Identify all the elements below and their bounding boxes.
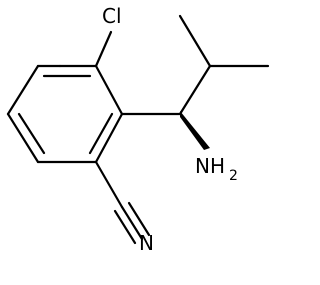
ring-double-bond-left: [17, 112, 46, 155]
bond-ring-nitrile-carbon: [94, 160, 124, 209]
nitrile-triple-bond-1: [120, 205, 144, 241]
amine-subscript: 2: [229, 168, 238, 184]
benzene-ring: [6, 64, 124, 164]
nitrile-nitrogen-label: N: [139, 231, 154, 255]
molecule-structure-diagram: Cl N NH 2: [6, 4, 270, 255]
ring-bond-c5-c6: [6, 112, 40, 164]
ring-bond-c6-c1: [6, 64, 40, 116]
ring-double-bond-right: [88, 112, 114, 155]
amine-atom-label: NH: [195, 154, 225, 178]
bond-ch-methyl-top: [178, 14, 212, 68]
bond-chiral-carbon-ch: [178, 64, 212, 116]
nitrile-triple-bond-2: [113, 209, 137, 245]
ring-bond-c3-c4: [94, 112, 124, 164]
bond-ring-chlorine: [94, 30, 113, 68]
nitrile-triple-bond-3: [127, 201, 151, 237]
wedge-bond-chiral-carbon-amine: [180, 111, 210, 150]
chlorine-atom-label: Cl: [102, 4, 122, 28]
ring-bond-c2-c3: [94, 64, 124, 116]
